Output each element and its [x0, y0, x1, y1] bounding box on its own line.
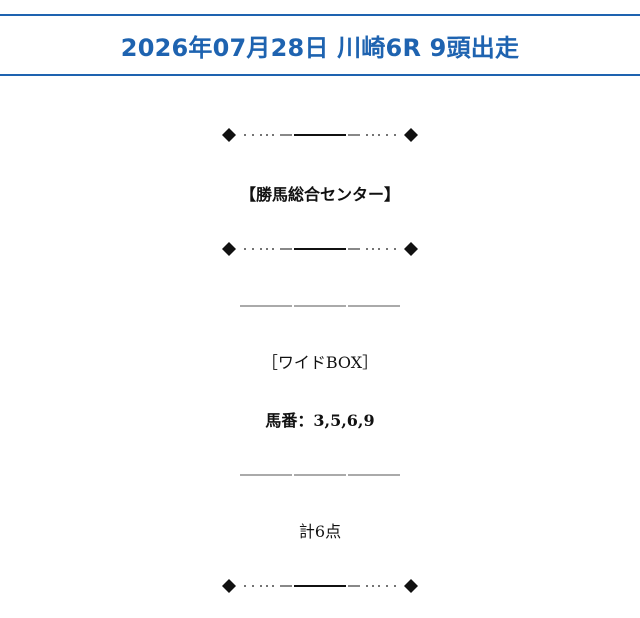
horse-numbers: 馬番：3,5,6,9 [265, 411, 375, 430]
section-rule-bottom [240, 474, 400, 476]
page-title: 2026年07月28日 川崎6R 9頭出走 [120, 33, 520, 62]
page-header: 2026年07月28日 川崎6R 9頭出走 [0, 14, 640, 76]
total-points: 計6点 [298, 522, 342, 541]
source-label: 【勝馬総合センター】 [239, 185, 400, 204]
bet-type-label: ［ワイドBOX］ [261, 353, 379, 372]
ornament-divider-middle-icon [220, 241, 420, 257]
ornament-divider-top-icon [220, 127, 420, 143]
ornament-divider-bottom-icon [220, 578, 420, 594]
section-rule-top [240, 305, 400, 307]
